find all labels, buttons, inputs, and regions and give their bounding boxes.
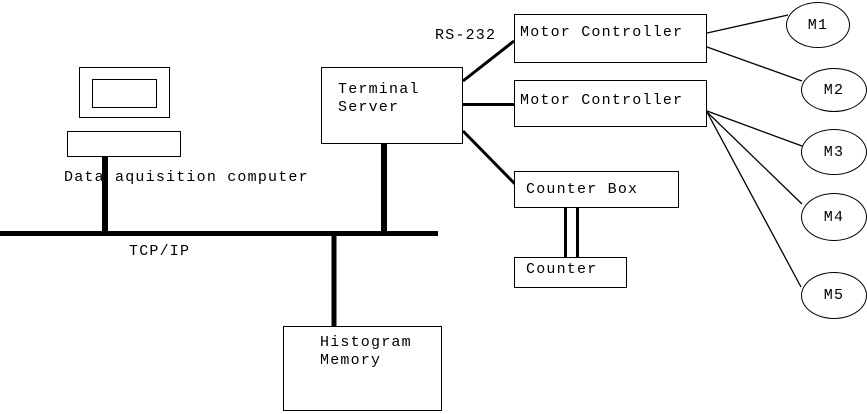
mc2-m3-line: [706, 110, 803, 147]
counter-label: Counter: [526, 261, 598, 278]
mc2-m5-line: [706, 111, 802, 288]
rs232-line-counterbox: [461, 129, 517, 186]
motor-m5-label: M5: [823, 287, 845, 304]
counter-box-label: Counter Box: [526, 181, 639, 198]
counter-box-node: Counter Box: [514, 171, 679, 208]
motor-controller-1-node: Motor Controller: [514, 14, 707, 63]
motor-m3-node: M3: [801, 129, 867, 175]
motor-m2-label: M2: [823, 81, 845, 99]
motor-m1-node: M1: [786, 2, 850, 48]
rs232-link-label: RS-232: [435, 27, 497, 44]
keyboard-icon: [67, 131, 181, 157]
mc1-m1-line: [706, 14, 789, 34]
motor-m5-node: M5: [801, 272, 867, 319]
monitor-screen-icon: [92, 79, 157, 108]
terminal-server-node: Terminal Server: [321, 67, 463, 144]
motor-controller-2-label: Motor Controller: [520, 92, 684, 109]
mc1-m2-line: [706, 46, 803, 82]
computer-label: Data aquisition computer: [64, 169, 309, 186]
motor-m2-node: M2: [801, 68, 867, 112]
motor-m3-label: M3: [823, 143, 845, 161]
tcpip-bus-label: TCP/IP: [129, 243, 191, 260]
counter-node: Counter: [514, 257, 627, 288]
motor-controller-1-label: Motor Controller: [520, 24, 684, 41]
terminal-server-label-line2: Server: [338, 99, 400, 116]
rs232-line-mc1: [462, 39, 515, 83]
histogram-memory-label-line1: Histogram: [320, 334, 412, 351]
mc2-m4-line: [706, 111, 803, 205]
histogram-memory-label-line2: Memory: [320, 352, 382, 369]
motor-m4-label: M4: [823, 208, 845, 226]
terminal-server-label-line1: Terminal: [338, 81, 420, 98]
histogram-memory-node: Histogram Memory: [283, 326, 442, 411]
motor-m1-label: M1: [807, 16, 829, 34]
motor-m4-node: M4: [801, 193, 867, 241]
motor-controller-2-node: Motor Controller: [514, 80, 707, 127]
